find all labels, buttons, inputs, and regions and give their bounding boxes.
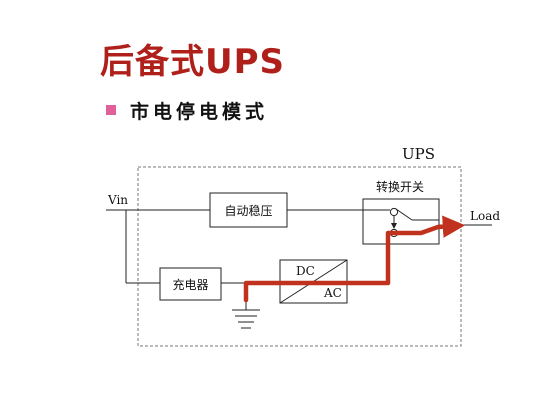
inverter-dc-label: DC: [296, 264, 315, 278]
stabilizer-box: [209, 192, 288, 228]
switch-label: 转换开关: [376, 179, 424, 194]
charger-box: [159, 267, 222, 301]
charger-label: 充电器: [172, 277, 208, 292]
vin-label: Vin: [107, 193, 128, 207]
transfer-switch-box: [362, 198, 440, 245]
bullet-square-icon: [106, 105, 116, 115]
inverter-ac-label: AC: [323, 286, 342, 300]
ups-label: UPS: [402, 145, 435, 163]
input-wiring: [106, 209, 210, 284]
switch-arrowhead-icon: [391, 223, 397, 229]
load-label: Load: [470, 209, 500, 223]
stabilizer-label: 自动稳压: [224, 203, 272, 218]
bullet-text: 市电停电模式: [130, 100, 269, 123]
bullet-row: 市电停电模式: [106, 96, 268, 124]
slide-title: 后备式UPS: [100, 42, 286, 82]
ups-enclosure: [137, 166, 462, 347]
power-flow-path: [243, 215, 466, 303]
